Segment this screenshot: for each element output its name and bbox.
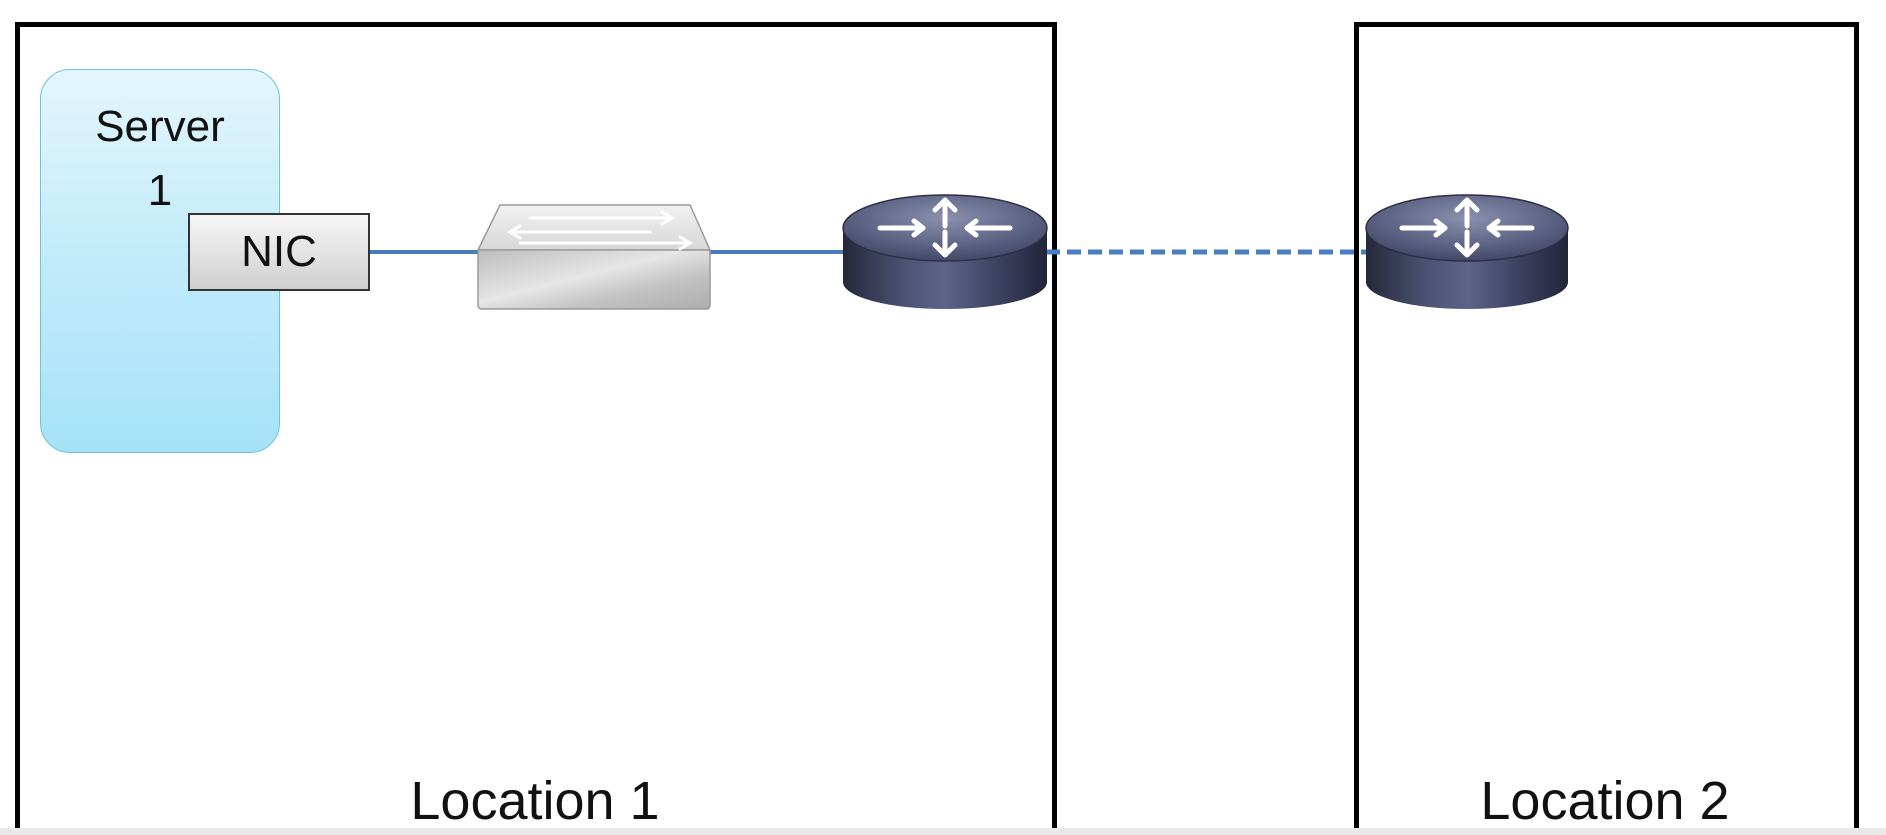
server-label: Server 1 <box>95 102 225 215</box>
location-2-label: Location 2 <box>1480 771 1730 831</box>
router-icon <box>842 194 1048 309</box>
nic-box: NIC <box>188 213 370 291</box>
location-2-box <box>1354 22 1859 835</box>
nic-label: NIC <box>241 227 317 276</box>
location-1-label: Location 1 <box>410 771 660 831</box>
router-icon <box>1365 194 1569 309</box>
switch-icon <box>476 204 712 310</box>
bottom-strip <box>0 828 1886 835</box>
